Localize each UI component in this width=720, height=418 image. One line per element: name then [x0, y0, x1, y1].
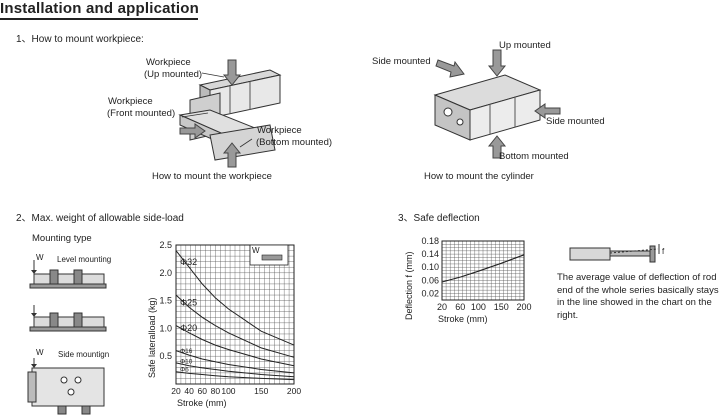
- cylinder-side-right-label: Side mounted: [546, 116, 605, 127]
- mount-heading: 1、How to mount workpiece:: [16, 34, 144, 45]
- chart2-x-tick: 100: [471, 302, 486, 312]
- cylinder-up-label: Up mounted: [499, 40, 551, 51]
- workpiece-mount-illustration: [178, 59, 282, 168]
- chart1-series-label: Φ6: [180, 366, 189, 373]
- chart2-frame: [441, 240, 525, 301]
- chart2-y-tick: 0.06: [421, 275, 439, 285]
- chart1-series-label: Φ25: [180, 297, 197, 307]
- title-underline: [0, 18, 198, 20]
- workpiece-front-label-2: (Front mounted): [107, 108, 176, 119]
- chart1-y-label: Safe lateralload (kg): [147, 297, 157, 378]
- chart1-y-tick: 0.5: [159, 351, 172, 361]
- chart1-x-tick: 80: [211, 386, 221, 396]
- chart1-series-label: Φ16: [180, 348, 193, 355]
- chart1-series-line: [175, 350, 295, 374]
- chart2-x-tick: 200: [516, 302, 531, 312]
- chart1-x-label: Stroke (mm): [177, 398, 227, 408]
- f-symbol: f: [662, 247, 665, 256]
- chart1-y-tick: 1.5: [159, 296, 172, 306]
- chart2-y-label: Deflection f (mm): [404, 251, 414, 320]
- workpiece-front-label-1: Workpiece: [108, 96, 153, 107]
- chart1-y-tick: 2.5: [159, 240, 172, 250]
- w-symbol-1: W: [36, 253, 44, 262]
- deflection-illustration: [569, 244, 660, 263]
- chart1-y-tick: 1.0: [159, 323, 172, 333]
- chart1-y-tick: 2.0: [159, 268, 172, 278]
- workpiece-bottom-label-1: Workpiece: [257, 125, 302, 136]
- chart1-series-label: Φ10: [180, 359, 193, 366]
- chart1-series-line: [175, 294, 295, 358]
- cylinder-side-left-label: Side mounted: [372, 56, 431, 67]
- workpiece-up-label-1: Workpiece: [146, 57, 191, 68]
- chart1-x-tick: 150: [254, 386, 268, 396]
- chart1-series-line: [175, 362, 295, 378]
- deflection-heading: 3、Safe deflection: [398, 213, 480, 224]
- chart2-y-tick: 0.18: [421, 236, 439, 246]
- chart1-legend-icon: [261, 254, 283, 261]
- chart1-x-tick: 100: [221, 386, 235, 396]
- chart1-series-line: [175, 250, 295, 346]
- chart2-x-tick: 20: [437, 302, 447, 312]
- mounting-type-label: Mounting type: [32, 233, 92, 244]
- chart2-y-tick: 0.10: [421, 262, 439, 272]
- workpiece-up-label-2: (Up mounted): [144, 69, 203, 80]
- chart2-x-label: Stroke (mm): [438, 314, 488, 324]
- chart2-y-tick: 0.02: [421, 288, 439, 298]
- chart1-x-tick: 20: [171, 386, 181, 396]
- cylinder-bottom-label: Bottom mounted: [499, 151, 569, 162]
- chart1-legend-symbol: W: [252, 246, 260, 255]
- deflection-description: The average value of deflection of rod e…: [557, 272, 719, 321]
- chart1-series-label: Φ20: [180, 323, 197, 333]
- chart2-x-tick: 60: [455, 302, 465, 312]
- chart1-series-line: [175, 325, 295, 367]
- chart1-series-line: [175, 371, 295, 381]
- chart2-x-tick: 150: [494, 302, 509, 312]
- chart1-series-label: Φ32: [180, 257, 197, 267]
- chart2-series-line: [441, 254, 525, 283]
- level-mounting-label: Level mounting: [57, 255, 112, 264]
- workpiece-bottom-label-2: (Bottom mounted): [256, 137, 333, 148]
- chart1-x-tick: 200: [287, 386, 301, 396]
- cylinder-caption: How to mount the cylinder: [424, 171, 534, 182]
- level-mounting-illustrations: [29, 260, 107, 332]
- side-mounting-illustration: [27, 358, 105, 415]
- sideload-heading: 2、Max. weight of allowable side-load: [16, 213, 184, 224]
- page-title: Installation and application: [0, 0, 199, 17]
- w-symbol-2: W: [36, 348, 44, 357]
- cylinder-mount-illustration: [433, 49, 561, 159]
- chart1-x-tick: 40: [184, 386, 194, 396]
- chart2-y-tick: 0.14: [421, 249, 439, 259]
- chart1-x-tick: 60: [197, 386, 207, 396]
- chart1-frame: [175, 244, 295, 385]
- side-mounting-label: Side mountign: [58, 350, 110, 359]
- workpiece-caption: How to mount the workpiece: [152, 171, 272, 182]
